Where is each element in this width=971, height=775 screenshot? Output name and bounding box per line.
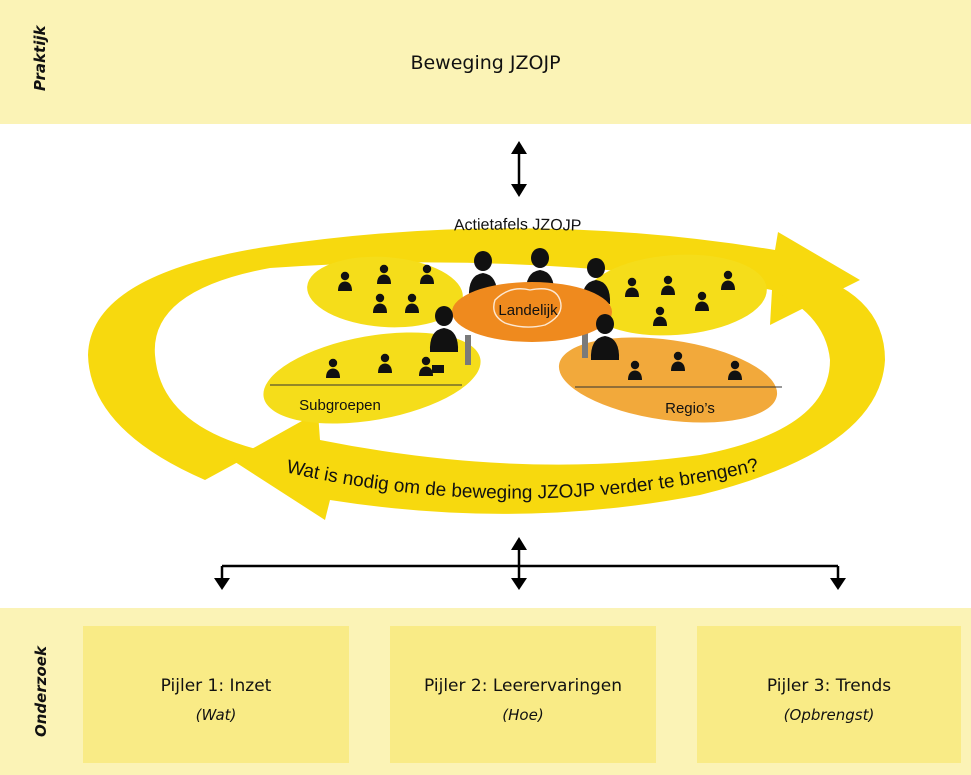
regios-label: Regio’s [665,400,715,417]
pillar-2: Pijler 2: Leerervaringen (Hoe) [390,626,656,763]
arrow-down-icon [511,578,527,590]
pillar-2-title: Pijler 2: Leerervaringen [424,676,622,696]
pillar-1: Pijler 1: Inzet (Wat) [83,626,349,763]
petal-subgroepen [263,332,481,424]
arrow-down-icon [214,578,230,590]
pillar-2-subtitle: (Hoe) [502,706,544,724]
table-landelijk [452,282,612,342]
pillar-3-subtitle: (Opbrengst) [783,706,875,724]
pillar-3: Pijler 3: Trends (Opbrengst) [697,626,961,763]
cycle-ring [88,228,885,520]
connector-arrows [214,537,846,590]
beweging-title: Beweging JZOJP [410,52,561,74]
pillar-1-title: Pijler 1: Inzet [160,676,272,696]
double-arrow-icon-top [511,141,527,197]
arrow-down-icon [830,578,846,590]
pillar-1-subtitle: (Wat) [195,706,237,724]
praktijk-band [0,0,971,124]
ring-top-label: Actietafels JZOJP [454,216,582,234]
subgroepen-label: Subgroepen [299,397,381,414]
petal-top-right [583,254,767,336]
table-landelijk-label: Landelijk [498,302,558,319]
arrow-up-icon [511,537,527,550]
pillar-3-title: Pijler 3: Trends [766,676,892,696]
